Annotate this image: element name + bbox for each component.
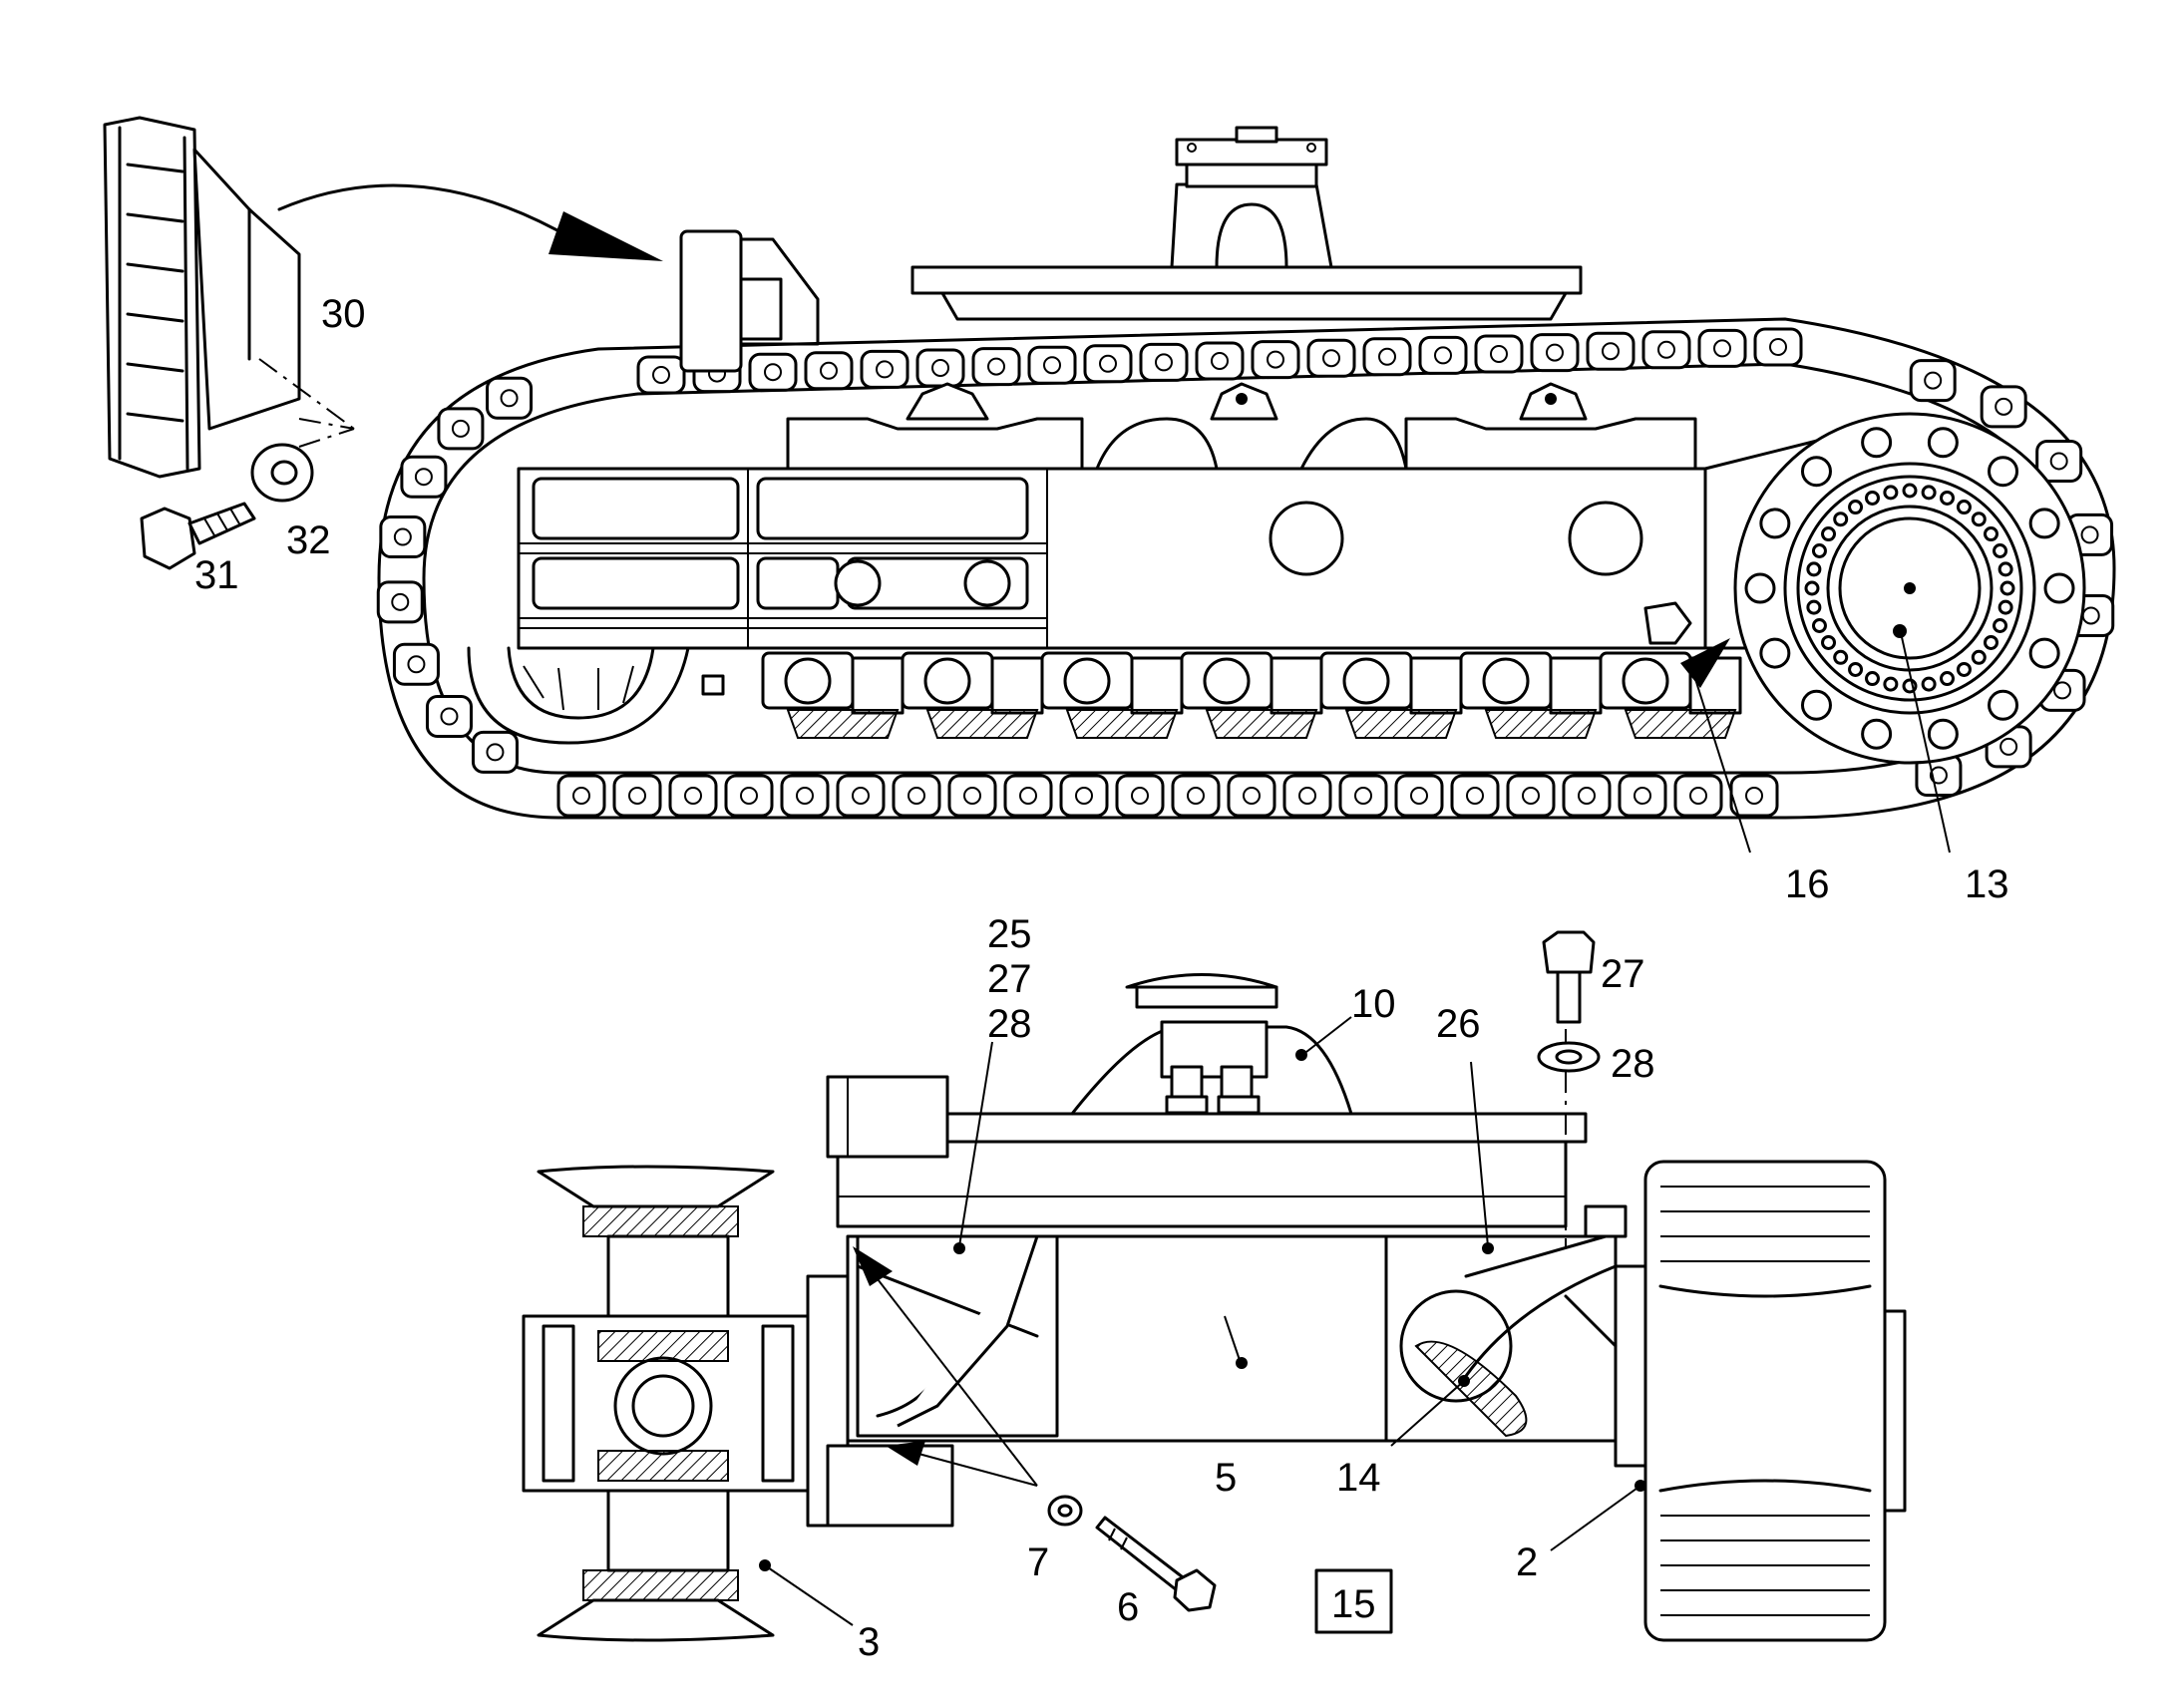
label-31: 31 xyxy=(194,553,239,597)
track-link xyxy=(636,355,686,395)
track-link xyxy=(1139,342,1189,382)
washer-item-7 xyxy=(1047,1495,1083,1527)
idler-wheel xyxy=(467,646,725,745)
track-link xyxy=(1282,774,1332,818)
track-link xyxy=(1115,774,1165,818)
track-link xyxy=(1618,774,1667,818)
track-right-pad xyxy=(1614,1160,1907,1642)
label-26: 26 xyxy=(1436,1002,1481,1046)
item-15-box xyxy=(1314,1568,1393,1634)
track-link xyxy=(1729,774,1779,818)
washer-item-32 xyxy=(250,443,314,503)
drive-sprocket xyxy=(1733,412,2086,765)
track-link xyxy=(668,774,718,818)
track-link xyxy=(1562,774,1612,818)
bolt-item-6 xyxy=(1095,1516,1217,1612)
track-link xyxy=(947,774,997,818)
track-link xyxy=(915,348,965,388)
label-27b: 27 xyxy=(1601,952,1645,996)
track-link xyxy=(1586,331,1635,371)
label-28a: 28 xyxy=(987,1002,1032,1046)
track-link xyxy=(1474,334,1524,374)
track-link xyxy=(1059,774,1109,818)
label-30: 30 xyxy=(321,292,366,336)
track-link xyxy=(780,774,830,818)
label-13: 13 xyxy=(1965,862,2009,906)
track-link xyxy=(1083,344,1133,384)
roller-assembly xyxy=(522,1165,954,1642)
turntable-top xyxy=(910,126,1583,321)
track-link xyxy=(860,349,909,389)
track-link xyxy=(1362,337,1412,377)
label-6: 6 xyxy=(1117,1585,1139,1629)
track-link xyxy=(1418,335,1468,375)
label-15: 15 xyxy=(1331,1582,1376,1626)
turntable-plan xyxy=(871,973,1588,1144)
track-link xyxy=(1697,328,1747,368)
step-mounted xyxy=(679,229,820,373)
label-2: 2 xyxy=(1516,1540,1538,1584)
label-10: 10 xyxy=(1351,982,1396,1026)
track-link xyxy=(612,774,662,818)
track-link xyxy=(971,347,1021,387)
track-link xyxy=(748,352,798,392)
track-link xyxy=(724,774,774,818)
track-link xyxy=(804,351,854,391)
track-link xyxy=(400,455,448,499)
track-link xyxy=(1003,774,1053,818)
track-link xyxy=(1195,341,1245,381)
track-link xyxy=(1641,330,1691,370)
track-link xyxy=(1227,774,1276,818)
track-link xyxy=(379,515,427,559)
track-link xyxy=(1450,774,1500,818)
track-link xyxy=(1338,774,1388,818)
crawler-track-side-view xyxy=(277,126,2116,820)
track-link xyxy=(556,774,606,818)
track-link xyxy=(1673,774,1723,818)
track-link xyxy=(486,376,534,420)
label-27a: 27 xyxy=(987,957,1032,1001)
track-link xyxy=(1306,338,1356,378)
track-link xyxy=(1753,327,1803,367)
track-link xyxy=(1394,774,1444,818)
track-link xyxy=(2035,439,2083,483)
label-14: 14 xyxy=(1336,1456,1381,1500)
track-chain xyxy=(376,317,2116,820)
label-5: 5 xyxy=(1215,1456,1237,1500)
ladder-item-30 xyxy=(103,116,355,479)
track-link xyxy=(392,642,440,686)
track-link xyxy=(1980,385,2027,429)
track-frame-plan-view xyxy=(522,973,1907,1642)
track-link xyxy=(836,774,886,818)
label-28b: 28 xyxy=(1611,1042,1655,1086)
bolt-item-31 xyxy=(140,502,256,570)
track-link xyxy=(1251,340,1300,380)
track-link xyxy=(1909,359,1957,403)
track-link xyxy=(1530,333,1580,373)
bottom-rollers xyxy=(761,651,1742,739)
track-link xyxy=(425,695,473,739)
carrier-rollers xyxy=(786,382,1697,471)
track-link xyxy=(1506,774,1556,818)
track-link xyxy=(437,407,485,451)
track-link xyxy=(1171,774,1221,818)
track-link xyxy=(471,730,519,774)
label-25: 25 xyxy=(987,912,1032,956)
track-link xyxy=(376,580,424,624)
track-link xyxy=(892,774,941,818)
track-frame xyxy=(517,437,1827,650)
label-32: 32 xyxy=(286,518,331,562)
label-3: 3 xyxy=(858,1620,880,1664)
track-link xyxy=(1027,345,1077,385)
label-16: 16 xyxy=(1785,862,1830,906)
label-7: 7 xyxy=(1027,1540,1049,1584)
bolt-item-27 xyxy=(1537,930,1601,1073)
